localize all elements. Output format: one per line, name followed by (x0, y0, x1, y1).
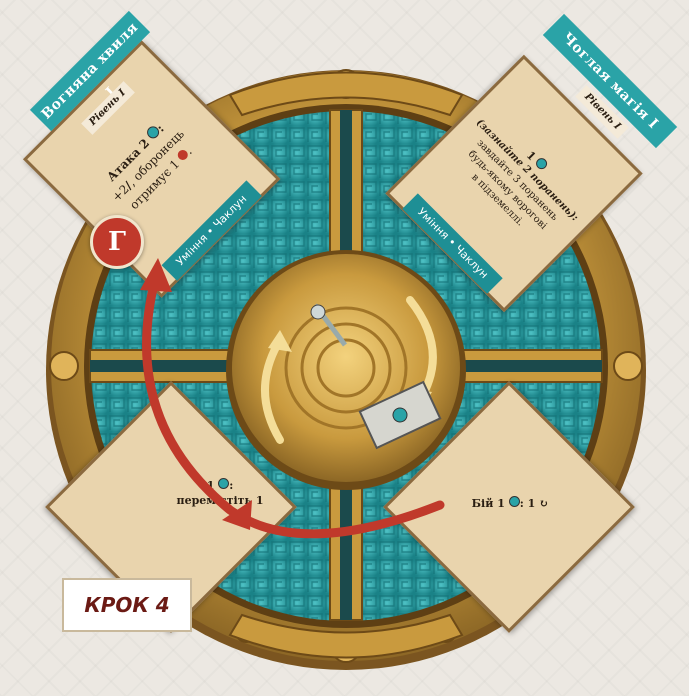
move-arrow-path (147, 280, 440, 534)
move-arrow-head-top (140, 258, 172, 292)
step-badge: Г (90, 215, 144, 269)
step-label: КРОК 4 (62, 578, 192, 632)
